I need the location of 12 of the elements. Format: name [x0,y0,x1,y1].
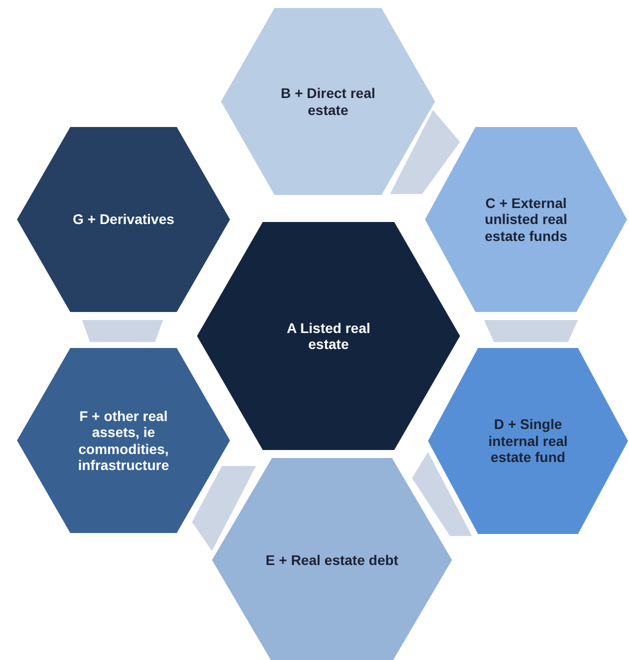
connector-tab [390,110,460,194]
connector-tab [192,466,256,551]
hexagon-label: B + Direct real estate [280,85,376,118]
hexagon-label: F + other real assets, ie commodities, infrastructure [76,408,170,474]
hexagon-label: E + Real estate debt [264,552,400,568]
hexagon-label: C + External unlisted real estate funds [484,194,568,244]
connector-tab [82,320,163,342]
connector-tab [412,452,472,536]
connector-tab [484,320,578,342]
hexagon-label: D + Single internal real estate fund [487,416,569,466]
hexagon-label: G + Derivatives [72,211,176,228]
hexagon-label: A Listed real estate [286,320,372,352]
